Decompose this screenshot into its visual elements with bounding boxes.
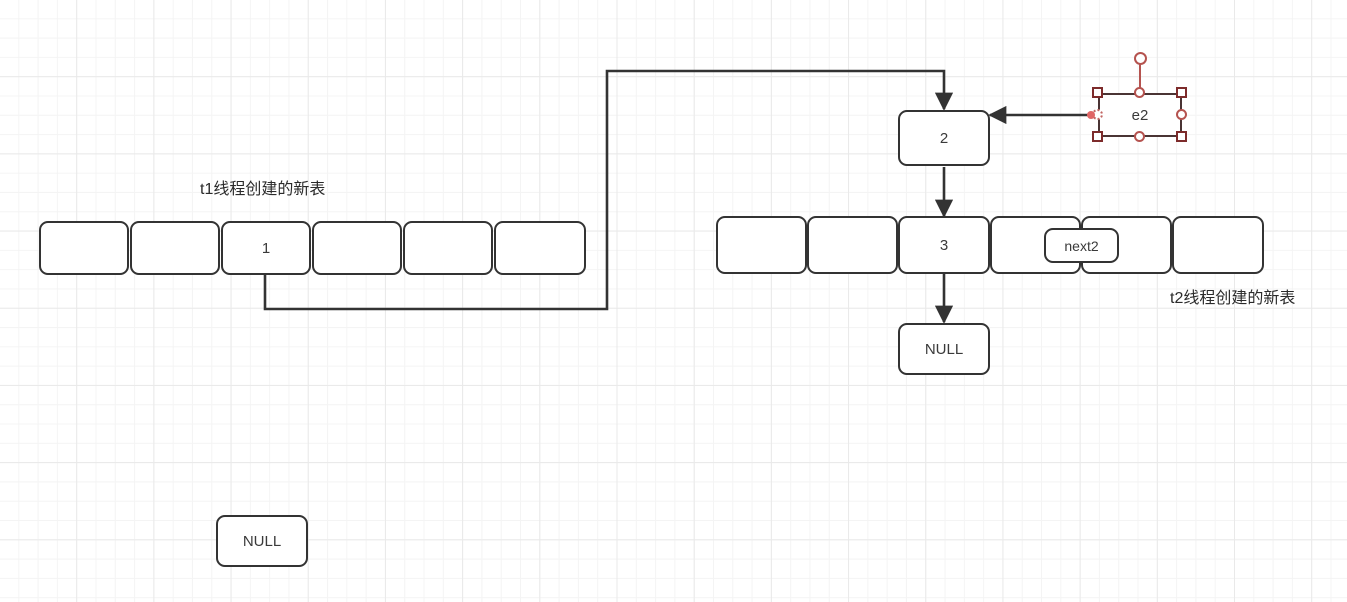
selection-group-e2[interactable]: e2 bbox=[1087, 52, 1187, 142]
t2-cell-5[interactable] bbox=[1172, 216, 1264, 274]
node-two[interactable]: 2 bbox=[898, 110, 990, 166]
resize-handle-top-left[interactable] bbox=[1092, 87, 1103, 98]
edge-endpoint-dot[interactable] bbox=[1087, 111, 1095, 119]
t2-array-label: t2线程创建的新表 bbox=[1170, 290, 1296, 307]
t2-cell-2[interactable]: 3 bbox=[898, 216, 990, 274]
t1-cell-4[interactable] bbox=[403, 221, 493, 275]
connection-handle-bottom[interactable] bbox=[1134, 131, 1145, 142]
resize-handle-bottom-left[interactable] bbox=[1092, 131, 1103, 142]
t1-cell-0[interactable] bbox=[39, 221, 129, 275]
node-next2[interactable]: next2 bbox=[1044, 228, 1119, 263]
t2-cell-1[interactable] bbox=[807, 216, 898, 274]
t1-array-label: t1线程创建的新表 bbox=[200, 181, 326, 198]
rotate-handle-stem bbox=[1139, 63, 1141, 89]
resize-handle-top-right[interactable] bbox=[1176, 87, 1187, 98]
resize-handle-bottom-right[interactable] bbox=[1176, 131, 1187, 142]
node-null-right[interactable]: NULL bbox=[898, 323, 990, 375]
t2-cell-0[interactable] bbox=[716, 216, 807, 274]
t1-cell-5[interactable] bbox=[494, 221, 586, 275]
node-null-left[interactable]: NULL bbox=[216, 515, 308, 567]
t1-cell-3[interactable] bbox=[312, 221, 402, 275]
t1-cell-1[interactable] bbox=[130, 221, 220, 275]
rotate-handle[interactable] bbox=[1134, 52, 1147, 65]
t1-cell-2[interactable]: 1 bbox=[221, 221, 311, 275]
connection-handle-right[interactable] bbox=[1176, 109, 1187, 120]
